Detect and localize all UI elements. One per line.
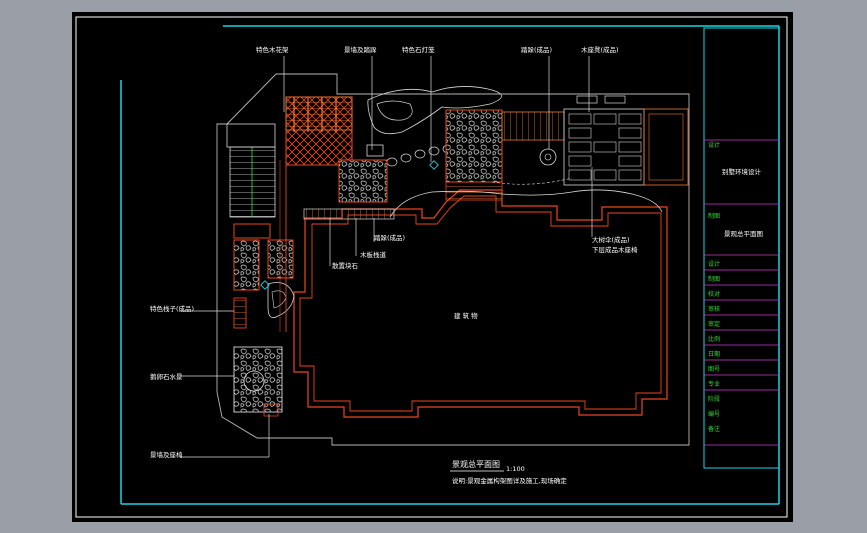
label-planter: 特色栈子(成品)	[150, 304, 194, 313]
title-block-row: 图号	[708, 366, 720, 373]
garden-path	[389, 189, 663, 218]
label-wood-bench: 木座凳(成品)	[581, 45, 619, 54]
building-label: 建 筑 物	[454, 311, 478, 320]
plan-title: 景观总平面图	[452, 459, 500, 469]
stepping-stones	[386, 144, 454, 167]
tree-symbol	[539, 148, 557, 166]
title-block	[704, 139, 779, 446]
outer-frame	[75, 16, 788, 518]
title-block-row: 审定	[708, 320, 720, 328]
title-block-row: 校对	[708, 290, 720, 298]
title-block-project: 别墅环境设计	[722, 167, 762, 176]
label-scattered-stones: 散置块石	[332, 261, 359, 270]
label-stone-lantern: 特色石灯笼	[402, 45, 435, 54]
planter-steps	[233, 297, 247, 329]
wood-deck	[563, 108, 645, 186]
label-lower-chair: 下层成品木座椅	[592, 245, 638, 254]
title-block-row: 日期	[708, 350, 720, 358]
label-pebble-fountain: 鹅卵石水景	[150, 372, 183, 381]
label-boardwalk: 木板栈道	[360, 250, 387, 259]
cad-canvas[interactable]: 别墅环境设计 景观总平面图 设计 制图 设计制图校对审核审定比例日期图号专业阶段…	[72, 12, 793, 522]
title-block-tag-1: 设计	[708, 141, 720, 149]
boardwalk-top	[501, 111, 565, 141]
title-block-row: 设计	[708, 260, 720, 268]
site-plan-drawing: 别墅环境设计 景观总平面图 设计 制图 设计制图校对审核审定比例日期图号专业阶段…	[75, 16, 788, 518]
curved-pond	[367, 86, 502, 135]
title-block-row: 审核	[708, 305, 720, 313]
site-boundary	[216, 73, 690, 446]
title-block-drawing: 景观总平面图	[724, 229, 763, 238]
left-stairs	[229, 146, 276, 218]
stone-bed-left-1	[233, 223, 271, 239]
pebble-fountain	[233, 346, 283, 413]
label-steps-top: 踏跺(成品)	[521, 45, 552, 54]
stone-bed-left-2	[233, 239, 260, 291]
plan-scale: 1:100	[506, 465, 525, 473]
wood-boardwalk	[303, 208, 395, 220]
title-block-row: 专业	[708, 380, 720, 388]
label-wall-steps: 景墙及踏跺	[344, 45, 377, 54]
stone-bed-left-3	[267, 239, 294, 279]
title-block-tag-2: 制图	[708, 212, 720, 220]
title-block-row: 备注	[708, 425, 720, 433]
stone-patio-top	[445, 109, 503, 183]
label-steps-mid: 踏跺(成品)	[374, 233, 405, 242]
stone-patio-center	[338, 159, 388, 203]
title-block-row: 阶段	[708, 395, 720, 403]
label-wall-seat: 景墙及座椅	[150, 450, 183, 459]
plan-note: 说明:景观金属构架图详及施工,现场确定	[452, 476, 567, 485]
title-block-row: 编号	[708, 410, 720, 418]
label-umbrella: 大树伞(成品)	[592, 235, 630, 244]
label-pergola: 特色木花架	[256, 45, 289, 54]
title-block-row: 比例	[708, 335, 720, 343]
building-outline	[293, 189, 668, 418]
title-block-row: 制图	[708, 275, 720, 283]
